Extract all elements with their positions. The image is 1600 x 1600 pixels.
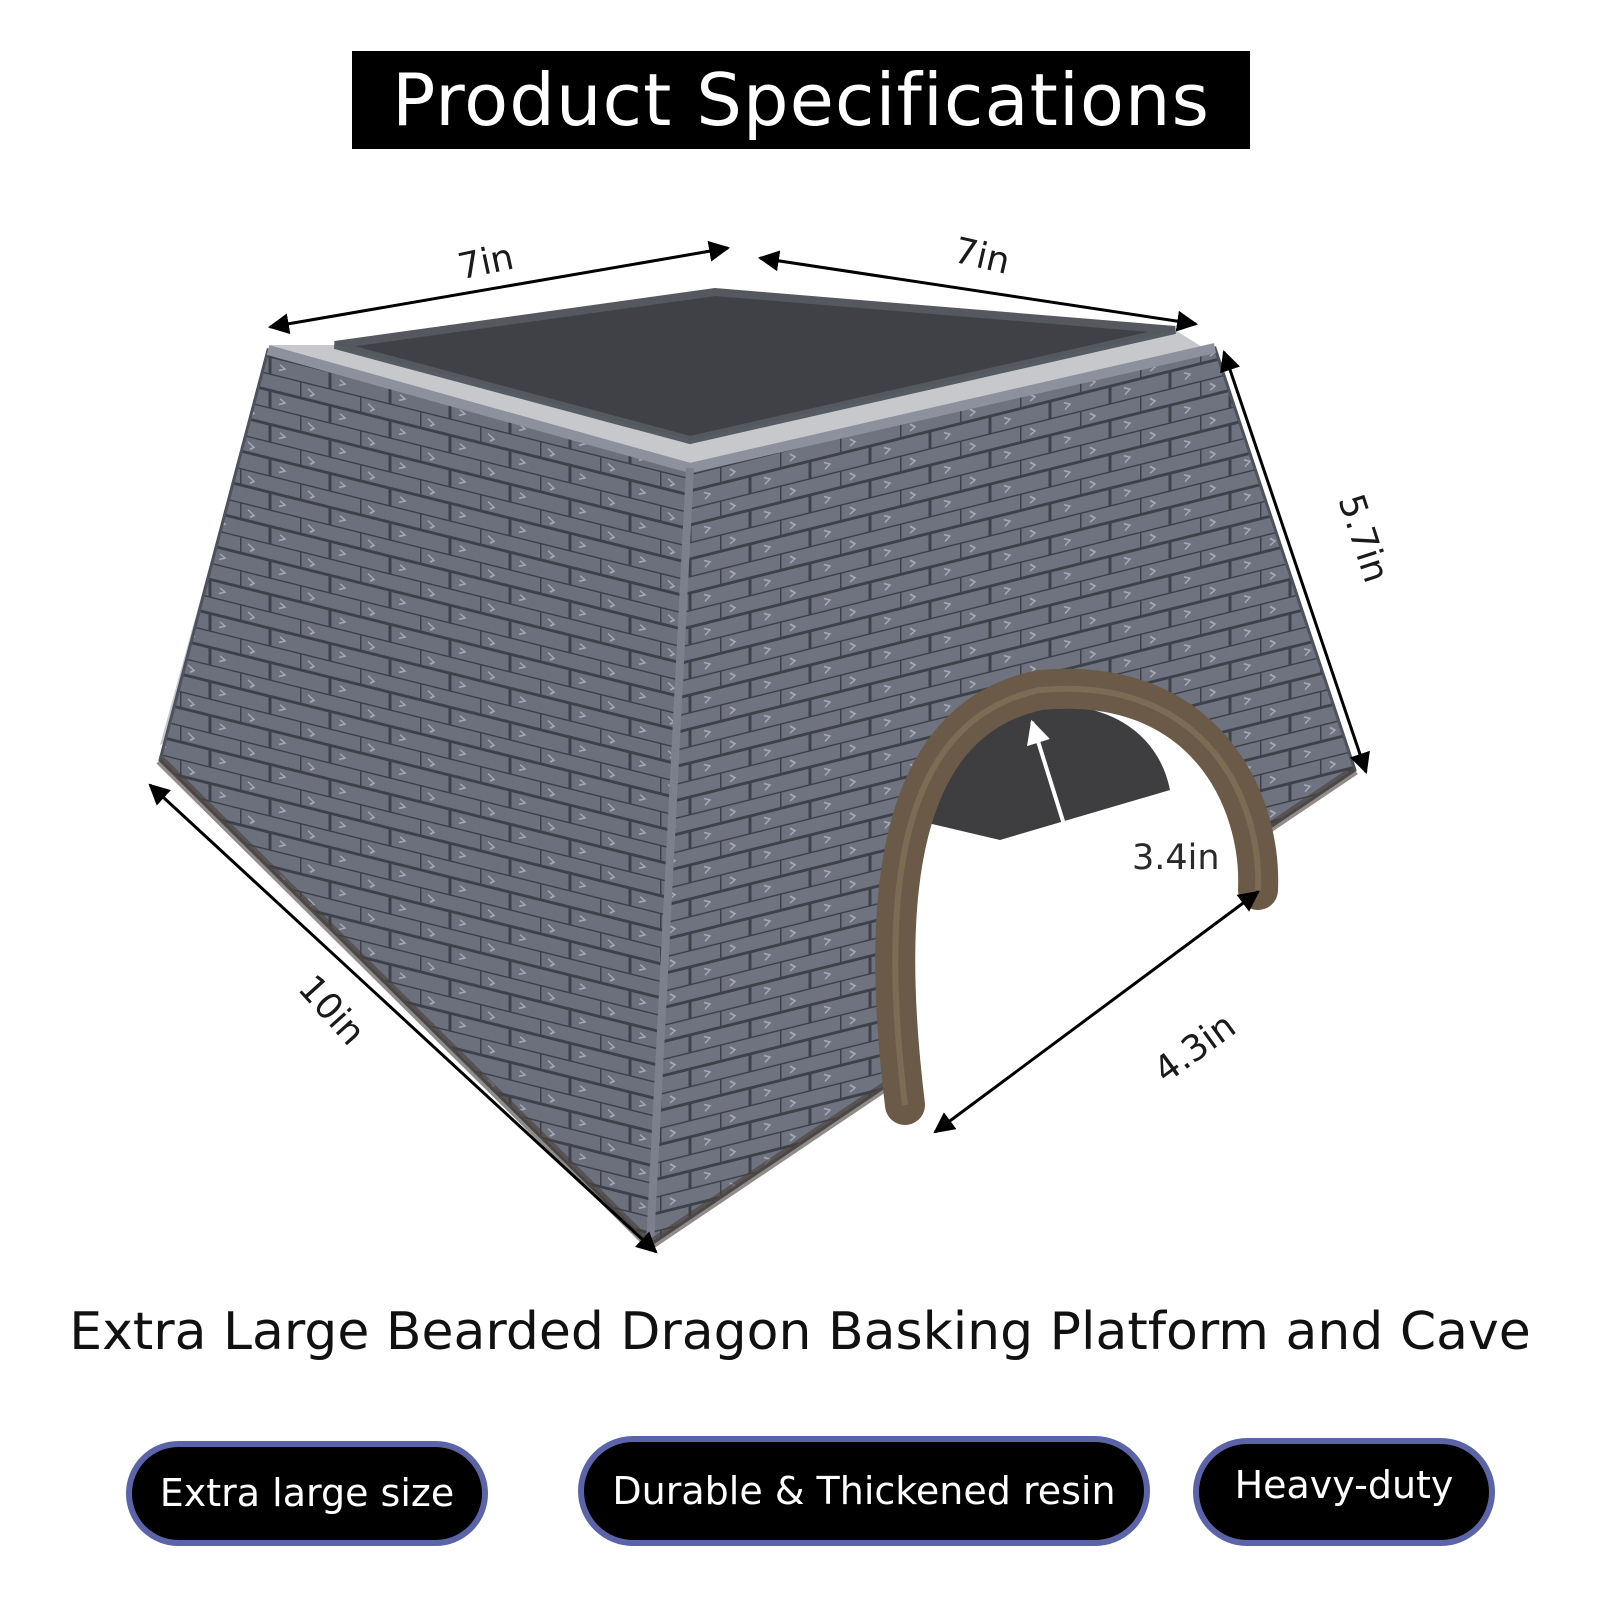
arrow-left-length: [148, 783, 658, 1254]
feature-badge-size: Extra large size: [126, 1441, 488, 1546]
page-title: Product Specifications: [352, 51, 1250, 149]
left-wall: [158, 348, 692, 1249]
product-subtitle: Extra Large Bearded Dragon Basking Platf…: [69, 1302, 1531, 1362]
arrow-arch-height: [1026, 719, 1118, 981]
dimension-opening-height-label: 3.4in: [1132, 838, 1220, 878]
feature-badge-material: Durable & Thickened resin: [578, 1436, 1150, 1546]
feature-badge-heavy-duty: Heavy-duty: [1193, 1438, 1495, 1546]
arrow-right-height: [1220, 350, 1370, 774]
arrow-top-left: [267, 240, 731, 335]
arrow-top-right: [757, 250, 1199, 332]
arrow-bottom-width: [933, 890, 1260, 1134]
